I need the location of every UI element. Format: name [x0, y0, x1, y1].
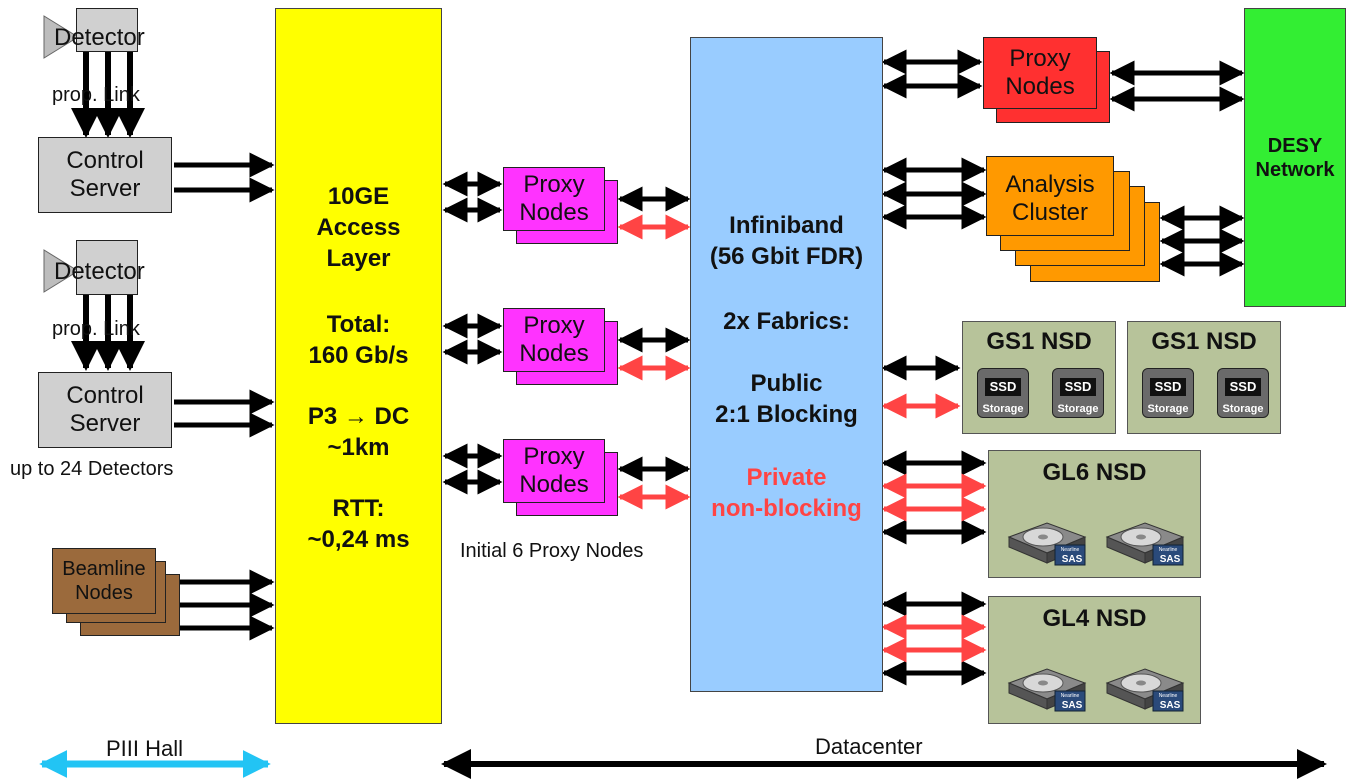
link-1-label: prop. Link [52, 84, 140, 106]
ssd-caption: Storage [1057, 403, 1099, 415]
infiniband-private: Private non-blocking [711, 464, 862, 522]
control-server-uplinks [174, 152, 275, 641]
hard-disk-icon: Nearline SAS [1007, 668, 1087, 712]
hdd-nearline-text: Nearline [1159, 547, 1178, 553]
gl4-nsd: GL4 NSD Nearline SAS Nearline SAS [988, 596, 1201, 724]
hdd-nearline-text: Nearline [1061, 693, 1080, 699]
detector-2-triangle [43, 249, 79, 293]
ssd-storage-icon: SSD Storage [1142, 368, 1194, 418]
ssd-caption: Storage [982, 403, 1024, 415]
hard-disk-icon: Nearline SAS [1105, 668, 1185, 712]
control-server-2: Control Server [38, 372, 172, 448]
analysis-cluster: Analysis Cluster [986, 156, 1114, 236]
hard-disk-icon: Nearline SAS [1007, 522, 1087, 566]
gs1-nsd-1: GS1 NSD SSD Storage SSD Storage [962, 321, 1116, 434]
access-layer-title: 10GE Access Layer [316, 183, 401, 272]
ssd-storage-icon: SSD Storage [977, 368, 1029, 418]
analysis-cluster-label: Analysis Cluster [1005, 171, 1095, 226]
gl6-nsd-title: GL6 NSD [1042, 459, 1147, 486]
control-server-1: Control Server [38, 137, 172, 213]
detector-1-label: Detector [54, 24, 145, 51]
detector-2-links [71, 295, 145, 371]
proxy-group-2: Proxy Nodes [503, 308, 605, 372]
ssd-caption: Storage [1222, 403, 1264, 415]
hdd-badge-text: SAS [1062, 700, 1083, 711]
infiniband-title: Infiniband (56 Gbit FDR) [709, 212, 864, 270]
desy-network: DESY Network [1244, 8, 1346, 307]
gs1-nsd-2-title: GS1 NSD [1151, 328, 1257, 355]
desy-network-label: DESY Network [1255, 134, 1335, 181]
ssd-chip-label: SSD [985, 378, 1021, 396]
beamline-nodes: Beamline Nodes [52, 548, 156, 614]
initial-proxy-caption: Initial 6 Proxy Nodes [460, 540, 644, 562]
gl4-nsd-title: GL4 NSD [1042, 605, 1147, 632]
hdd-badge-text: SAS [1160, 554, 1181, 565]
access-proxy-links [442, 171, 503, 495]
access-layer-rtt: RTT: ~0,24 ms [307, 495, 410, 553]
ssd-chip-label: SSD [1225, 378, 1261, 396]
access-layer-total: Total: 160 Gb/s [308, 311, 409, 369]
detector-1-links [71, 52, 145, 138]
detector-1 [76, 8, 138, 52]
proxy-group-2-label: Proxy Nodes [519, 312, 589, 367]
gs1-nsd-1-title: GS1 NSD [986, 328, 1092, 355]
ssd-chip-label: SSD [1150, 378, 1186, 396]
access-layer: 10GE Access Layer Total: 160 Gb/s P3 → D… [275, 8, 442, 724]
hdd-nearline-text: Nearline [1159, 693, 1178, 699]
hard-disk-icon: Nearline SAS [1105, 522, 1185, 566]
hdd-nearline-text: Nearline [1061, 547, 1080, 553]
gl6-nsd: GL6 NSD Nearline SAS Nearline SAS [988, 450, 1201, 578]
right-proxy-nodes: Proxy Nodes [983, 37, 1097, 109]
ssd-storage-icon: SSD Storage [1052, 368, 1104, 418]
infiniband-fabrics: 2x Fabrics: [723, 308, 850, 335]
control-server-2-label: Control Server [66, 382, 144, 437]
ssd-storage-icon: SSD Storage [1217, 368, 1269, 418]
piii-hall-label: PIII Hall [106, 736, 184, 761]
detector-1-triangle [43, 15, 79, 59]
detector-2 [76, 240, 138, 295]
proxy-group-1: Proxy Nodes [503, 167, 605, 231]
hdd-badge-text: SAS [1160, 700, 1181, 711]
gs1-nsd-2: GS1 NSD SSD Storage SSD Storage [1127, 321, 1281, 434]
ssd-caption: Storage [1147, 403, 1189, 415]
infiniband-public: Public 2:1 Blocking [715, 370, 858, 428]
control-server-1-label: Control Server [66, 147, 144, 202]
proxy-group-3-label: Proxy Nodes [519, 443, 589, 498]
datacenter-label: Datacenter [815, 734, 923, 759]
detector-2-label: Detector [54, 258, 145, 285]
link-2-label: prop. Link [52, 318, 140, 340]
infiniband-fabric: Infiniband (56 Gbit FDR) 2x Fabrics: Pub… [690, 37, 883, 692]
proxy-group-3: Proxy Nodes [503, 439, 605, 503]
access-layer-distance: P3 → DC ~1km [307, 403, 410, 461]
up-to-detectors-label: up to 24 Detectors [10, 458, 174, 480]
proxy-group-1-label: Proxy Nodes [519, 171, 589, 226]
ssd-chip-label: SSD [1060, 378, 1096, 396]
beamline-nodes-label: Beamline Nodes [62, 558, 146, 604]
hdd-badge-text: SAS [1062, 554, 1083, 565]
right-proxy-label: Proxy Nodes [1005, 45, 1075, 100]
